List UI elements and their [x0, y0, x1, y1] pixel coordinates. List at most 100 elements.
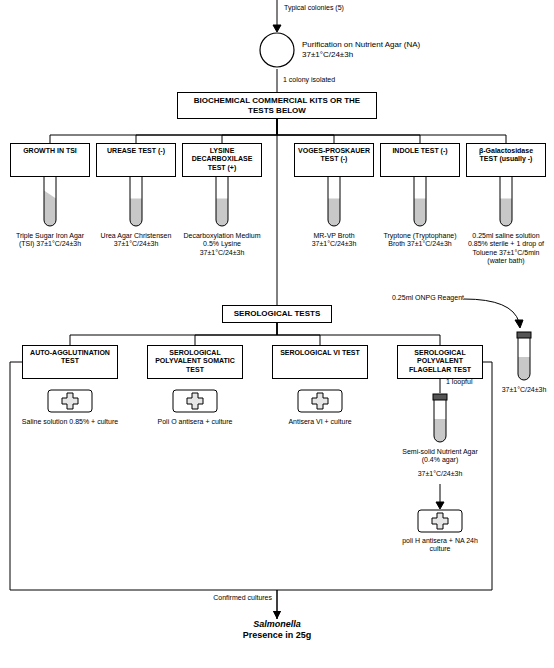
- node-text: INDOLE TEST (-): [384, 147, 456, 155]
- tube-outline: [44, 176, 56, 226]
- note-label: Triple Sugar Iron Agar (TSI) 37±1°C/24±3…: [8, 232, 92, 249]
- process-box: UREASE TEST (-): [96, 143, 176, 177]
- process-box: SEROLOGICAL POLYVALENT SOMATIC TEST: [147, 345, 243, 379]
- node-text: Presence in 25g: [207, 630, 347, 641]
- slide-outline: [418, 510, 462, 532]
- test-tube: [327, 170, 341, 226]
- note-label: Decarboxylation Medium 0.5% Lysine 37±1°…: [180, 232, 264, 257]
- medium: [130, 199, 142, 227]
- test-tube: [215, 170, 229, 226]
- note-label: Typical colonies (5): [284, 4, 394, 12]
- agglutination-slide: [48, 390, 92, 412]
- medium: [414, 199, 426, 227]
- process-box: GROWTH IN TSI: [10, 143, 90, 177]
- connector: [222, 119, 277, 143]
- connector: [10, 362, 277, 619]
- node-text: LYSINE DECARBOXILASE TEST (+): [186, 147, 258, 172]
- arrow-head: [273, 25, 281, 32]
- note-label: 37±1°C/24±3h: [498, 386, 550, 394]
- note-label: Saline solution 0.85% + culture: [20, 418, 120, 426]
- process-box: SEROLOGICAL POLYVALENT FLAGELLAR TEST: [397, 345, 483, 379]
- tube-outline: [500, 176, 512, 226]
- connector: [50, 119, 277, 143]
- connector: [277, 362, 492, 619]
- process-box: VOGES-PROSKAUER TEST (-): [294, 143, 374, 177]
- edge-label: 1 colony isolated: [283, 76, 335, 84]
- node-text: SEROLOGICAL TESTS: [226, 309, 328, 319]
- slide-well: [312, 393, 328, 409]
- tube-outline: [130, 176, 142, 226]
- process-box: LYSINE DECARBOXILASE TEST (+): [182, 143, 262, 177]
- test-tube: [433, 394, 447, 442]
- slide-well: [187, 393, 203, 409]
- process-box: AUTO-AGGLUTINATION TEST: [22, 345, 118, 379]
- slide-well: [62, 393, 78, 409]
- test-tube: [499, 170, 513, 226]
- node-text: Salmonella: [207, 619, 347, 630]
- agglutination-slide: [298, 390, 342, 412]
- connector: [136, 119, 277, 143]
- agglutination-slide: [418, 510, 462, 532]
- process-box: INDOLE TEST (-): [380, 143, 460, 177]
- node-text: UREASE TEST (-): [100, 147, 172, 155]
- note-label: 1 loopful: [446, 378, 490, 386]
- arrow-head: [436, 502, 444, 509]
- connector: [277, 69, 278, 92]
- slide-well: [432, 513, 448, 529]
- medium: [328, 199, 340, 227]
- node-text: GROWTH IN TSI: [14, 147, 86, 155]
- node-text: Purification on Nutrient Agar (NA) 37±1°…: [302, 31, 452, 59]
- plate-circle: [258, 31, 296, 69]
- arrow-head: [515, 320, 523, 328]
- note-label: poli H antisera + NA 24h culture: [396, 537, 484, 554]
- tube-outline: [434, 400, 446, 442]
- slide-outline: [48, 390, 92, 412]
- slide-outline: [298, 390, 342, 412]
- tube-outline: [518, 338, 530, 380]
- tube-outline: [216, 176, 228, 226]
- note-label: Urea Agar Christensen 37±1°C/24±3h: [94, 232, 178, 249]
- node-text: BIOCHEMICAL COMMERCIAL KITS OR THE TESTS…: [181, 96, 373, 115]
- tube-cap: [433, 394, 447, 400]
- transfer-arrow: [440, 484, 441, 503]
- test-tube: [413, 170, 427, 226]
- tube-outline: [328, 176, 340, 226]
- process-box: β-Galactosidase TEST (usually -): [466, 143, 546, 177]
- note-label: MR-VP Broth 37±1°C/24±3h: [292, 232, 376, 249]
- node-text: β-Galactosidase TEST (usually -): [470, 147, 542, 164]
- medium: [44, 191, 56, 227]
- culture-plate: Purification on Nutrient Agar (NA) 37±1°…: [258, 31, 458, 69]
- node-text: VOGES-PROSKAUER TEST (-): [298, 147, 370, 164]
- note-label: Semi-solid Nutrient Agar (0.4% agar): [400, 448, 480, 465]
- connector: [277, 119, 334, 143]
- note-label: Tryptone (Tryptophane) Broth 37±1°C/24±3…: [378, 232, 462, 249]
- tube-outline: [414, 176, 426, 226]
- process-box: SEROLOGICAL VI TEST: [272, 345, 368, 379]
- node-text: SEROLOGICAL POLYVALENT SOMATIC TEST: [151, 349, 239, 374]
- node-text: AUTO-AGGLUTINATION TEST: [26, 349, 114, 366]
- incoming-arrow: [277, 0, 278, 26]
- tube-cap: [517, 332, 531, 338]
- connector: [277, 119, 278, 305]
- note-label: 37±1°C/24±3h: [400, 470, 480, 478]
- medium: [518, 357, 530, 380]
- note-label: Confirmed cultures: [170, 594, 272, 602]
- result-node: SalmonellaPresence in 25g: [207, 619, 347, 641]
- process-box: SEROLOGICAL TESTS: [222, 305, 332, 323]
- note-label: Poli O antisera + culture: [145, 418, 245, 426]
- medium: [434, 419, 446, 442]
- test-tube: [517, 332, 531, 380]
- agglutination-slide: [173, 390, 217, 412]
- connector: [195, 323, 277, 345]
- slide-outline: [173, 390, 217, 412]
- medium: [216, 199, 228, 227]
- onpg-arrow: [464, 299, 519, 322]
- test-tube: [43, 170, 57, 226]
- connector: [277, 323, 320, 345]
- note-label: Antisera VI + culture: [270, 418, 370, 426]
- medium: [500, 199, 512, 227]
- connector: [277, 119, 420, 143]
- note-label: 0.25ml saline solution 0.85% sterile + 1…: [463, 232, 549, 266]
- connector: [277, 323, 440, 345]
- node-text: SEROLOGICAL POLYVALENT FLAGELLAR TEST: [401, 349, 479, 374]
